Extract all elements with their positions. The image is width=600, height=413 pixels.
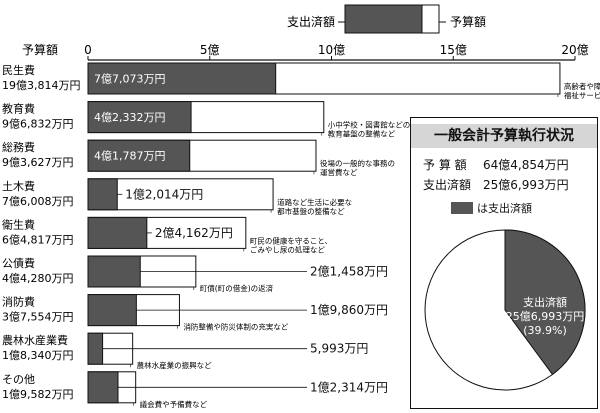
pie-spent-slice: [504, 229, 586, 376]
description-text: ごみやし尿の処理など: [250, 244, 325, 254]
description-text: 議会費や予備費など: [140, 399, 208, 409]
spent-bar: [87, 332, 104, 365]
spent-value-label: 2億4,162万円: [155, 226, 233, 240]
budget-value-label: 4億4,280万円: [2, 272, 74, 285]
spent-value-label: 7億7,073万円: [94, 73, 166, 86]
bar-row: 衛生費 6億4,817万円 2億4,162万円町民の健康を守ること、ごみやし尿の処理…: [2, 216, 332, 254]
legend-sample-budget: [421, 4, 440, 34]
budget-value-label: 7億6,008万円: [2, 195, 74, 208]
budget-value-label: 3億7,554万円: [2, 311, 74, 324]
description-text: 都市基盤の整備など: [277, 206, 345, 216]
spent-bar: [87, 255, 141, 288]
spent-bar: [87, 101, 192, 134]
summary-spent-value: 25億6,993万円: [483, 178, 569, 192]
category-label: 公債費: [2, 256, 35, 270]
bar-row: 教育費 9億6,832万円 4億2,332万円小中学校・図書館などの教育基盤の整備な…: [2, 101, 411, 139]
summary-budget-row: 予 算 額 64億4,854万円: [423, 156, 569, 173]
budget-value-label: 9億3,627万円: [2, 156, 74, 169]
category-label: その他: [2, 373, 35, 386]
pie-label: 25億6,993万円: [506, 310, 585, 323]
category-label: 土木費: [2, 179, 35, 193]
category-label: 農林水産業費: [2, 333, 68, 347]
description-text: 町債(町の借金)の返済: [200, 283, 274, 293]
bar-rows: 民生費 19億3,814万円 7億7,073万円高齢者や障害者に対する福祉サービスな…: [2, 62, 600, 409]
spent-value-label: 2億1,458万円: [310, 265, 388, 279]
axis-header: 予算額: [22, 42, 58, 57]
summary-title: 一般会計予算執行状況: [411, 124, 597, 148]
spent-bar: [87, 216, 148, 249]
budget-value-label: 1億8,340万円: [2, 349, 74, 362]
x-tick-label: 0: [84, 43, 92, 57]
spent-value-label: 1億2,014万円: [125, 187, 203, 201]
spent-bar: [87, 294, 137, 327]
summary-legend-label: は支出済額: [477, 202, 532, 215]
spent-bar: [87, 371, 119, 404]
legend: 支出済額 予算額: [287, 4, 486, 34]
description-text: 消防整備や防災体制の充実など: [183, 322, 288, 332]
summary-spent-key: 支出済額: [423, 178, 472, 192]
category-label: 総務費: [2, 140, 35, 154]
description-text: 町民の健康を守ること、: [250, 235, 332, 245]
spent-bar: [87, 62, 277, 95]
description-text: 教育基盤の整備など: [328, 129, 396, 139]
spent-value-label: 1億9,860万円: [310, 303, 388, 317]
budget-value-label: 6億4,817万円: [2, 233, 74, 246]
category-label: 衛生費: [2, 217, 35, 231]
summary-spent-row: 支出済額 25億6,993万円: [423, 176, 569, 193]
x-tick-label: 5億: [200, 43, 220, 57]
spent-value-label: 4億1,787万円: [94, 150, 166, 163]
pie-label: (39.9%): [523, 324, 567, 337]
x-tick-label: 15億: [440, 43, 467, 57]
category-label: 民生費: [2, 63, 35, 77]
spent-value-label: 5,993万円: [310, 342, 368, 356]
budget-value-label: 19億3,814万円: [2, 79, 81, 92]
x-axis-ticks: 0 5億 10億 15億 20億: [84, 43, 589, 60]
budget-value-label: 1億9,582万円: [2, 388, 74, 401]
category-label: 消防費: [2, 295, 35, 309]
description-text: 福祉サービスなど: [564, 90, 600, 100]
summary-legend-swatch: [451, 202, 473, 214]
description-text: 小中学校・図書館などの: [328, 120, 411, 130]
legend-sample-spent: [344, 4, 423, 34]
legend-budget-label: 予算額: [450, 14, 486, 29]
description-text: 農林水産業の振興など: [137, 360, 212, 370]
budget-value-label: 9億6,832万円: [2, 118, 74, 131]
description-text: 役場の一般的な事務の: [320, 158, 395, 168]
spent-bar: [87, 139, 191, 172]
summary-budget-value: 64億4,854万円: [483, 158, 569, 172]
spent-value-label: 1億2,314万円: [310, 380, 388, 394]
description-text: 運営費など: [320, 167, 358, 177]
description-text: 高齢者や障害者に対する: [564, 81, 600, 91]
spent-bar: [87, 178, 118, 211]
description-text: 道路など生活に必要な: [277, 197, 352, 207]
x-tick-label: 20億: [561, 43, 588, 57]
spent-value-label: 4億2,332万円: [94, 111, 166, 124]
x-tick-label: 10億: [318, 43, 345, 57]
bar-row: 民生費 19億3,814万円 7億7,073万円高齢者や障害者に対する福祉サービスな…: [2, 62, 600, 100]
summary-budget-key: 予 算 額: [423, 158, 467, 172]
legend-spent-label: 支出済額: [287, 14, 335, 29]
category-label: 教育費: [2, 102, 35, 116]
pie-label: 支出済額: [523, 295, 567, 309]
summary-legend: は支出済額: [451, 200, 532, 216]
